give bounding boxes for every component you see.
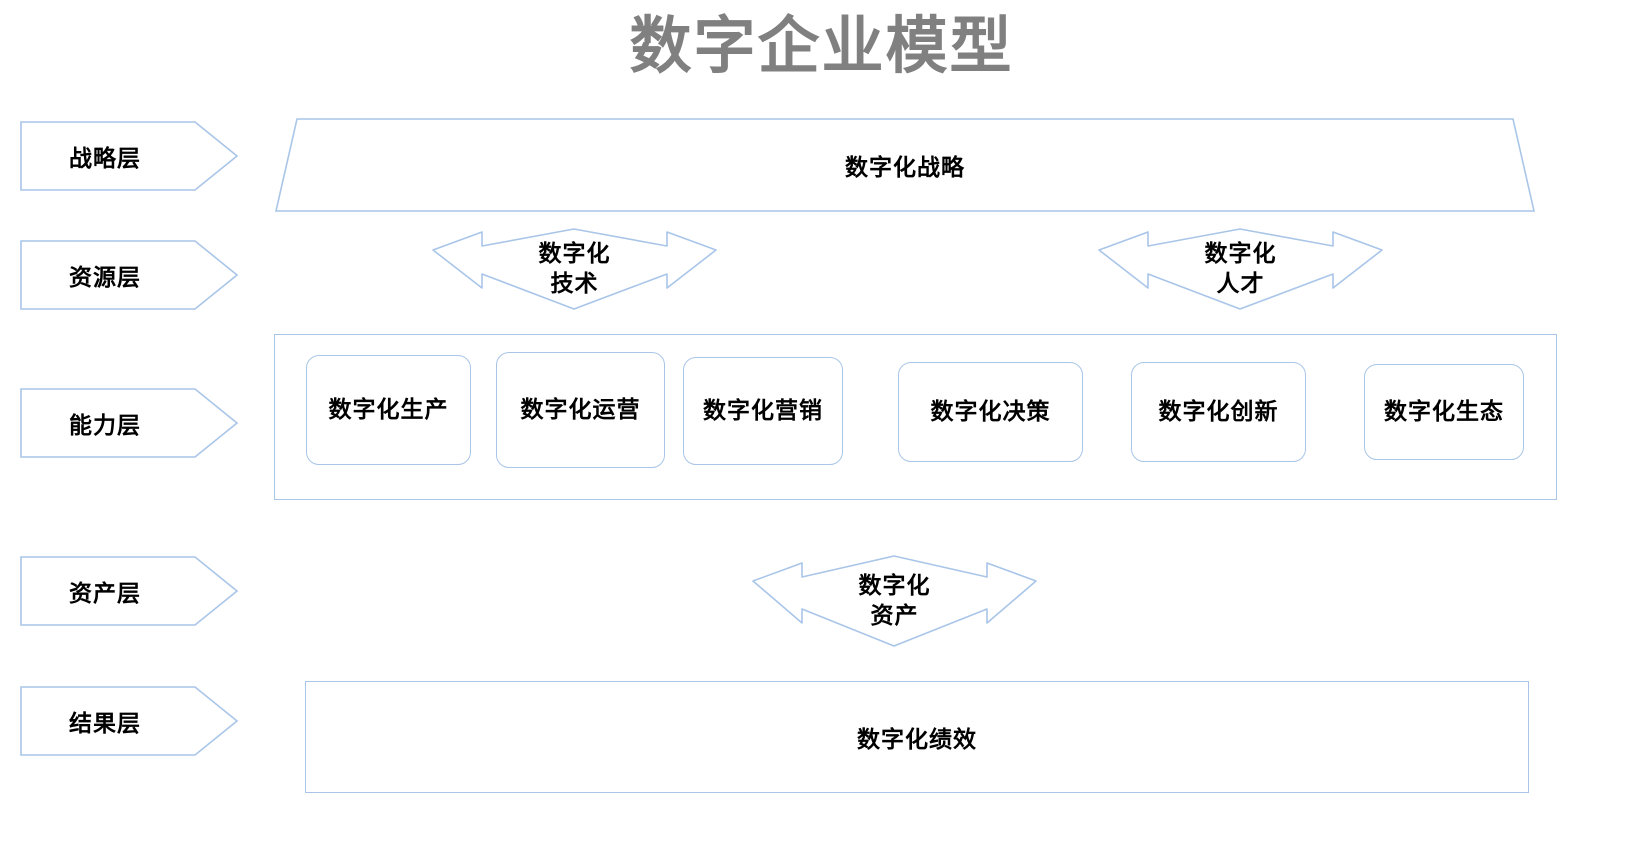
resource-item-label: 数字化技术 — [432, 228, 717, 310]
pentagon-shape — [20, 240, 238, 310]
capability-box-operations[interactable]: 数字化运营 — [496, 352, 665, 468]
capability-box-ecosystem[interactable]: 数字化生态 — [1364, 364, 1524, 460]
layer-label-text: 资源层 — [69, 265, 141, 291]
asset-item-line1: 数字化 — [858, 573, 931, 599]
capability-box-innovation[interactable]: 数字化创新 — [1131, 362, 1306, 462]
resource-item-line1: 数字化 — [1204, 241, 1277, 267]
double-arrow-shape — [432, 228, 717, 310]
pentagon-shape — [20, 121, 238, 191]
resource-item-line2: 技术 — [550, 271, 599, 297]
strategy-banner-label: 数字化战略 — [845, 155, 965, 181]
layer-label-resource[interactable]: 资源层 — [20, 240, 238, 310]
pentagon-shape — [20, 686, 238, 756]
trapezoid-shape — [274, 118, 1536, 212]
capability-box-decision[interactable]: 数字化决策 — [898, 362, 1083, 462]
layer-label-text: 资产层 — [69, 581, 141, 607]
layer-label-result[interactable]: 结果层 — [20, 686, 238, 756]
resource-item-label: 数字化人才 — [1098, 228, 1383, 310]
resource-item-line2: 人才 — [1216, 271, 1265, 297]
strategy-banner[interactable]: 数字化战略 — [274, 118, 1536, 212]
resource-item-talent[interactable]: 数字化人才 — [1098, 228, 1383, 310]
layer-label-strategy[interactable]: 战略层 — [20, 121, 238, 191]
layer-label-asset[interactable]: 资产层 — [20, 556, 238, 626]
asset-item-line2: 资产 — [870, 603, 919, 629]
result-banner[interactable]: 数字化绩效 — [305, 681, 1529, 793]
pentagon-shape — [20, 388, 238, 458]
double-arrow-shape — [752, 555, 1037, 647]
layer-label-text: 战略层 — [69, 146, 141, 172]
layer-label-text: 能力层 — [69, 413, 141, 439]
pentagon-shape — [20, 556, 238, 626]
asset-item-label: 数字化资产 — [752, 555, 1037, 647]
resource-item-technology[interactable]: 数字化技术 — [432, 228, 717, 310]
layer-label-text: 结果层 — [69, 711, 141, 737]
resource-item-line1: 数字化 — [538, 241, 611, 267]
double-arrow-shape — [1098, 228, 1383, 310]
layer-label-capability[interactable]: 能力层 — [20, 388, 238, 458]
asset-item-assets[interactable]: 数字化资产 — [752, 555, 1037, 647]
page-title: 数字企业模型 — [629, 9, 1014, 82]
capability-box-production[interactable]: 数字化生产 — [306, 355, 471, 465]
capability-box-marketing[interactable]: 数字化营销 — [683, 357, 843, 465]
